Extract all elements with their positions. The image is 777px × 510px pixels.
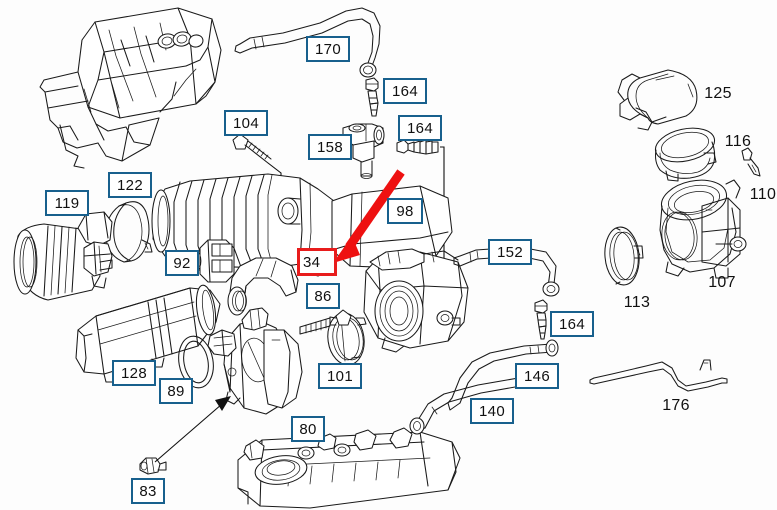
callout-104[interactable]: 104 <box>224 110 268 136</box>
part-101-throttle-adapter-body <box>363 248 469 353</box>
part-116-seal-ring <box>654 127 717 182</box>
callout-119[interactable]: 119 <box>45 190 89 216</box>
callout-80[interactable]: 80 <box>291 416 325 442</box>
part-164c-fitting <box>534 299 548 340</box>
callout-98[interactable]: 98 <box>387 198 423 224</box>
callout-83[interactable]: 83 <box>131 478 165 504</box>
callout-92[interactable]: 92 <box>165 250 199 276</box>
callout-128[interactable]: 128 <box>112 360 156 386</box>
part-146-hose <box>447 339 559 411</box>
callout-113[interactable]: 113 <box>623 294 651 311</box>
part-110-clip <box>741 147 761 177</box>
part-86-bolt <box>299 309 352 335</box>
callout-101[interactable]: 101 <box>318 363 362 389</box>
part-128-air-filter-housing <box>75 284 221 383</box>
part-122-hose-clamp <box>105 201 153 263</box>
callout-164c[interactable]: 164 <box>550 311 594 337</box>
part-cylinder-head-cover <box>39 7 222 169</box>
callout-170[interactable]: 170 <box>306 36 350 62</box>
part-170-breather-hose <box>234 7 381 78</box>
part-83-clamp <box>139 457 167 475</box>
callout-176[interactable]: 176 <box>662 397 690 414</box>
part-89-o-ring <box>178 335 214 389</box>
part-107-throttle-housing <box>659 179 747 279</box>
callout-34[interactable]: 34 <box>297 248 337 276</box>
part-34-intake-elbow <box>227 257 299 316</box>
part-101-seal-ring <box>327 312 367 366</box>
part-164a-fitting <box>365 77 379 117</box>
part-158-switchover-valve <box>342 123 385 179</box>
part-119-maf-sensor <box>13 211 113 301</box>
part-125-spring-clamp <box>617 69 698 131</box>
callout-146[interactable]: 146 <box>515 363 559 389</box>
callout-89[interactable]: 89 <box>159 378 193 404</box>
callout-110[interactable]: 110 <box>749 186 777 203</box>
callout-164b[interactable]: 164 <box>398 115 442 141</box>
callout-164a[interactable]: 164 <box>383 78 427 104</box>
red-highlight-arrow <box>333 169 405 263</box>
callout-86[interactable]: 86 <box>306 283 340 309</box>
part-152-hose <box>453 246 560 297</box>
part-80-throttle-body <box>207 307 303 415</box>
part-cylinder-head-lower <box>237 427 461 509</box>
callout-122[interactable]: 122 <box>108 172 152 198</box>
callout-158[interactable]: 158 <box>308 134 352 160</box>
part-113-retaining-ring <box>604 226 644 286</box>
part-83-leader-arrow <box>154 396 231 463</box>
callout-116[interactable]: 116 <box>724 133 752 150</box>
callout-107[interactable]: 107 <box>708 274 736 291</box>
callout-152[interactable]: 152 <box>488 239 532 265</box>
part-176-pipe <box>589 359 728 392</box>
callout-140[interactable]: 140 <box>470 398 514 424</box>
callout-125[interactable]: 125 <box>704 85 732 102</box>
